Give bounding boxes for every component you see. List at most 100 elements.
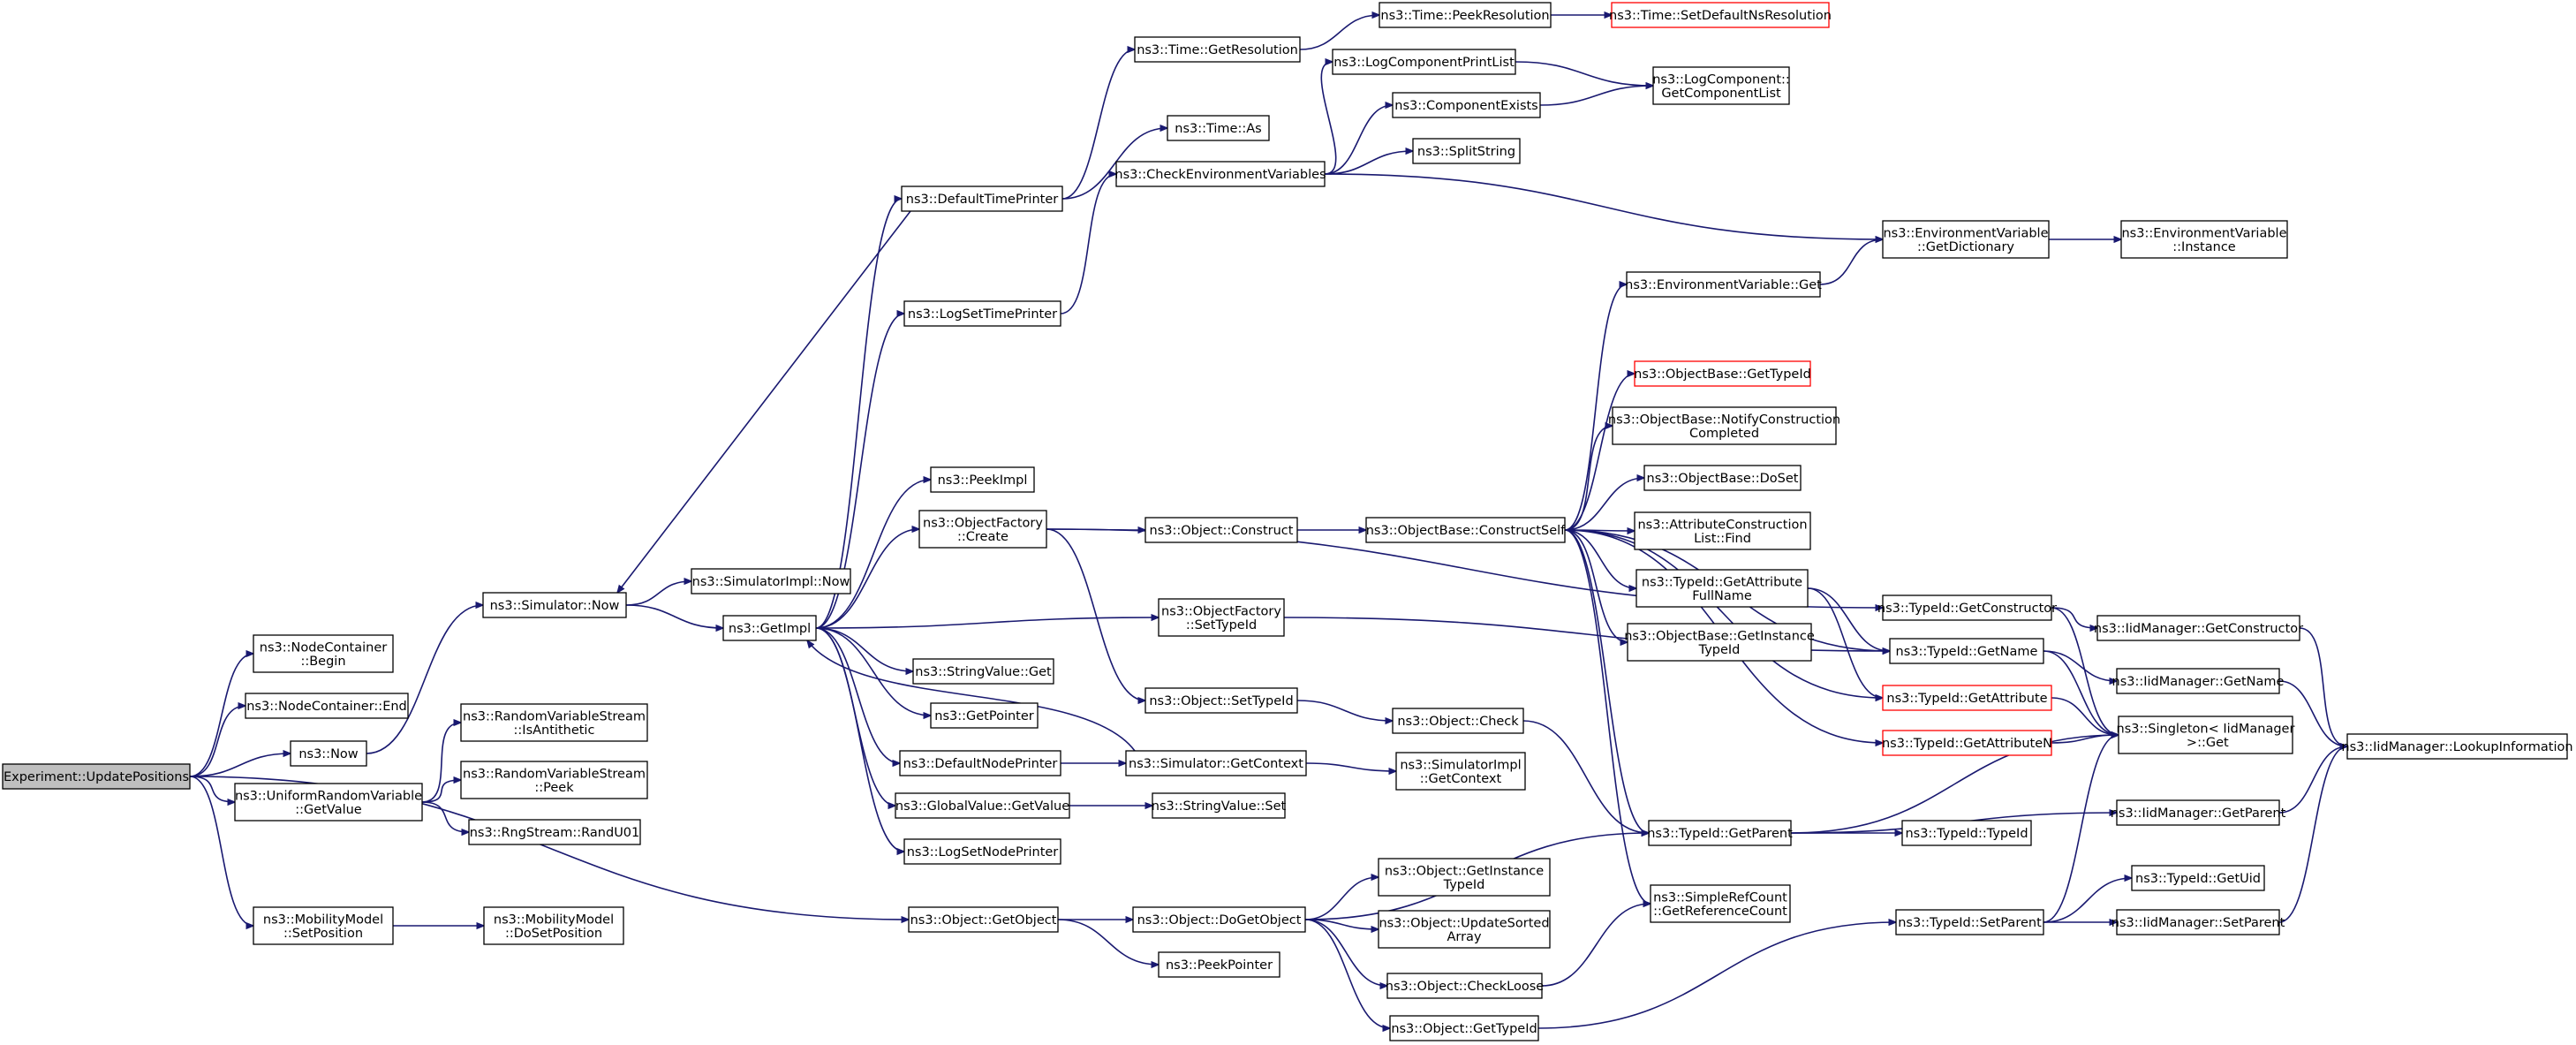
node-urvGet[interactable]: ns3::UniformRandomVariable::GetValue [234, 783, 423, 822]
node-objSetTid[interactable]: ns3::Object::SetTypeId [1144, 687, 1298, 714]
node-getImpl[interactable]: ns3::GetImpl [722, 615, 817, 641]
node-label: ns3::Now [298, 747, 358, 761]
node-envGetDict[interactable]: ns3::EnvironmentVariable::GetDictionary [1882, 220, 2050, 259]
node-tidGetCtor[interactable]: ns3::TypeId::GetConstructor [1877, 594, 2057, 621]
node-box [1650, 884, 1791, 923]
node-iidGetCtor[interactable]: ns3::IidManager::GetConstructor [2094, 615, 2303, 641]
node-defTP[interactable]: ns3::DefaultTimePrinter [901, 186, 1063, 212]
node-tidGetAttrN[interactable]: ns3::TypeId::GetAttributeN [1882, 730, 2052, 756]
node-simImplNow[interactable]: ns3::SimulatorImpl::Now [691, 568, 851, 594]
node-tidSetParent[interactable]: ns3::TypeId::SetParent [1895, 909, 2044, 935]
node-singletonGet[interactable]: ns3::Singleton< IidManager >::Get [2117, 716, 2295, 754]
node-objDoGetObj[interactable]: ns3::Object::DoGetObject [1132, 906, 1306, 933]
edge-objSetTid-to-objCheck [1296, 700, 1393, 721]
node-simImplCtx[interactable]: ns3::SimulatorImpl::GetContext [1395, 752, 1526, 791]
node-objCheckLoose[interactable]: ns3::Object::CheckLoose [1386, 973, 1544, 999]
node-logSetNP[interactable]: ns3::LogSetNodePrinter [903, 838, 1061, 865]
node-simNow[interactable]: ns3::Simulator::Now [482, 592, 627, 618]
node-ofSetTid[interactable]: ns3::ObjectFactory::SetTypeId [1158, 598, 1285, 637]
node-rand01[interactable]: ns3::RngStream::RandU01 [468, 819, 641, 845]
node-getPtr[interactable]: ns3::GetPointer [930, 702, 1039, 729]
node-mmSet[interactable]: ns3::MobilityModel::SetPosition [253, 906, 394, 945]
edge-now-to-simNow [366, 605, 483, 754]
node-rvsAnti[interactable]: ns3::RandomVariableStream::IsAntithetic [460, 703, 648, 742]
edge-iidSetParent-to-iidLookup [2278, 746, 2347, 923]
node-obDoSet[interactable]: ns3::ObjectBase::DoSet [1643, 465, 1802, 491]
call-edge [807, 640, 1136, 752]
node-label: ::Create [957, 530, 1008, 544]
node-label: ::SetTypeId [1186, 618, 1257, 632]
node-peekRes[interactable]: ns3::Time::PeekResolution [1379, 2, 1552, 28]
node-defNP[interactable]: ns3::DefaultNodePrinter [899, 750, 1061, 776]
node-objGetObj[interactable]: ns3::Object::GetObject [908, 906, 1059, 933]
node-label: ns3::Object::Check [1397, 715, 1519, 729]
node-label: ns3::EnvironmentVariable [2121, 226, 2286, 240]
edge-root-to-mmSet [189, 776, 253, 926]
node-box [2118, 716, 2293, 754]
node-iidSetParent[interactable]: ns3::IidManager::SetParent [2111, 909, 2285, 935]
node-logSetTP[interactable]: ns3::LogSetTimePrinter [903, 300, 1061, 327]
node-peekPtr[interactable]: ns3::PeekPointer [1158, 951, 1280, 978]
node-setDefNs[interactable]: ns3::Time::SetDefaultNsResolution [1609, 2, 1832, 28]
node-logCPL[interactable]: ns3::LogComponentPrintList [1332, 49, 1516, 75]
node-srcGetRef[interactable]: ns3::SimpleRefCount::GetReferenceCount [1650, 884, 1791, 923]
node-now[interactable]: ns3::Now [290, 740, 367, 767]
node-tidTypeId[interactable]: ns3::TypeId::TypeId [1901, 820, 2032, 846]
node-ncBegin[interactable]: ns3::NodeContainer::Begin [253, 634, 394, 673]
node-timeAs[interactable]: ns3::Time::As [1167, 115, 1270, 141]
node-svGet[interactable]: ns3::StringValue::Get [912, 658, 1054, 685]
node-tidGetName[interactable]: ns3::TypeId::GetName [1889, 638, 2044, 664]
node-obGetTid[interactable]: ns3::ObjectBase::GetTypeId [1634, 360, 1811, 387]
node-timeRes[interactable]: ns3::Time::GetResolution [1134, 36, 1301, 63]
call-edge [1564, 529, 1636, 588]
node-iidLookup[interactable]: ns3::IidManager::LookupInformation [2341, 733, 2573, 760]
node-iidGetName[interactable]: ns3::IidManager::GetName [2112, 668, 2285, 694]
node-checkEnv[interactable]: ns3::CheckEnvironmentVariables [1114, 161, 1326, 187]
node-box [1144, 517, 1298, 543]
node-objConstruct[interactable]: ns3::Object::Construct [1144, 517, 1298, 543]
node-ofCreate[interactable]: ns3::ObjectFactory::Create [918, 510, 1047, 549]
node-envInst[interactable]: ns3::EnvironmentVariable::Instance [2120, 220, 2288, 259]
node-root[interactable]: Experiment::UpdatePositions [2, 763, 191, 790]
node-box [253, 906, 394, 945]
node-label: ns3::PeekPointer [1166, 958, 1273, 973]
edge-defTP-to-simNow [617, 210, 911, 593]
node-label: ns3::PeekImpl [938, 473, 1028, 488]
node-simGetCtx[interactable]: ns3::Simulator::GetContext [1125, 750, 1307, 776]
node-gvGet[interactable]: ns3::GlobalValue::GetValue [895, 792, 1070, 819]
node-svSet[interactable]: ns3::StringValue::Set [1152, 792, 1287, 819]
call-edge [1061, 49, 1135, 200]
node-obNotify[interactable]: ns3::ObjectBase::NotifyConstructionCompl… [1608, 406, 1840, 445]
node-envGet[interactable]: ns3::EnvironmentVariable::Get [1625, 271, 1822, 298]
node-box [903, 838, 1061, 865]
node-label: ns3::SimpleRefCount [1653, 890, 1787, 905]
node-box [1895, 909, 2044, 935]
node-label: ns3::Object::Construct [1150, 524, 1294, 538]
node-mmDoSet[interactable]: ns3::MobilityModel::DoSetPosition [483, 906, 624, 945]
node-label: ns3::SplitString [1417, 145, 1515, 159]
node-compExists[interactable]: ns3::ComponentExists [1392, 92, 1541, 118]
node-tidGetParent[interactable]: ns3::TypeId::GetParent [1647, 820, 1793, 846]
node-ncEnd[interactable]: ns3::NodeContainer::End [245, 693, 409, 719]
node-label: ::GetValue [295, 803, 362, 817]
node-iidGetParent[interactable]: ns3::IidManager::GetParent [2111, 799, 2286, 826]
node-label: GetComponentList [1661, 87, 1781, 101]
node-logGetCL[interactable]: ns3::LogComponent::GetComponentList [1652, 66, 1790, 105]
node-label: ns3::TypeId::GetParent [1647, 827, 1793, 841]
node-tidGetUid[interactable]: ns3::TypeId::GetUid [2131, 865, 2265, 891]
node-label: ns3::Time::As [1175, 122, 1261, 136]
node-peekImpl[interactable]: ns3::PeekImpl [930, 466, 1035, 493]
node-splitStr[interactable]: ns3::SplitString [1412, 138, 1521, 164]
node-rvsPeek[interactable]: ns3::RandomVariableStream::Peek [460, 761, 648, 799]
node-box [1611, 2, 1830, 28]
node-objCheck[interactable]: ns3::Object::Check [1392, 708, 1524, 734]
call-edge [1320, 62, 1337, 175]
node-tidGetAttr[interactable]: ns3::TypeId::GetAttribute [1882, 685, 2052, 711]
node-objGetTid[interactable]: ns3::Object::GetTypeId [1389, 1015, 1539, 1041]
node-obConstructSelf[interactable]: ns3::ObjectBase::ConstructSelf [1365, 517, 1566, 543]
